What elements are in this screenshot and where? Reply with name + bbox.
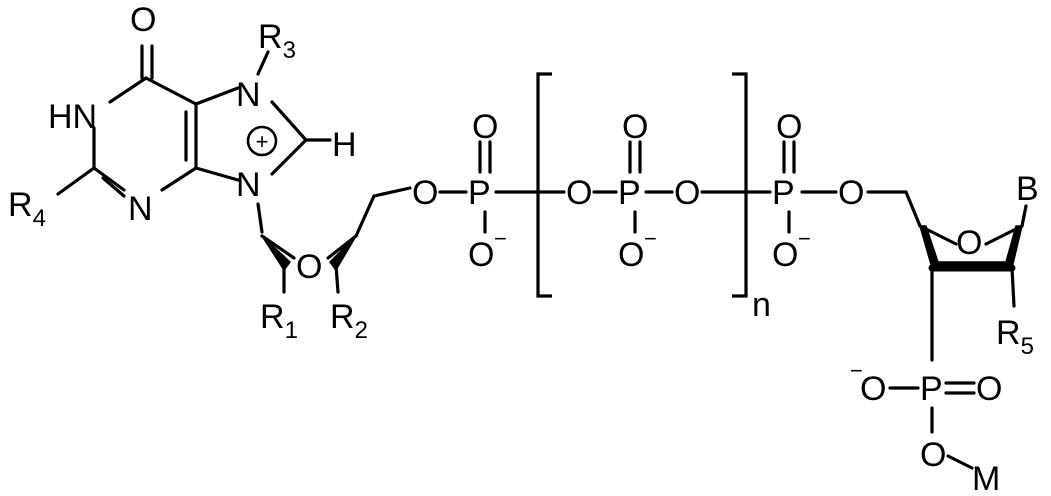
second-sugar-ring: B O R5 xyxy=(906,170,1039,360)
carbonyl-oxygen: O xyxy=(130,1,156,39)
repeat-bracket-right xyxy=(732,74,746,296)
metal-m-label: M xyxy=(972,460,1000,496)
nucleobase-b-label: B xyxy=(1016,170,1039,208)
positive-charge-sign: + xyxy=(256,129,269,154)
p2-phosphorus: P xyxy=(618,174,641,212)
p1-double-oxygen: O xyxy=(472,108,498,146)
n1-h-label: HN xyxy=(48,98,97,136)
p4-double-oxygen: O xyxy=(976,370,1002,408)
p3-anionic-oxygen: O xyxy=(772,236,798,274)
repeat-subscript-n: n xyxy=(752,286,771,324)
sugar1-ring-oxygen: O xyxy=(296,248,322,286)
p4-anionic-oxygen: O xyxy=(860,370,886,408)
p2-bridge-oxygen-right: O xyxy=(674,174,700,212)
p1-phosphorus: P xyxy=(468,174,491,212)
p4-bottom-oxygen: O xyxy=(920,436,946,474)
p1-bridge-oxygen-left: O xyxy=(412,174,438,212)
p2-bridge-oxygen-left: O xyxy=(566,174,592,212)
p1-negative-charge: − xyxy=(494,226,507,251)
n3-label: N xyxy=(128,190,153,228)
r4-label: R4 xyxy=(8,186,46,232)
repeat-bracket-left xyxy=(538,74,552,296)
phosphate-chain: O P O O − O P O O − O n P O O − xyxy=(412,74,906,324)
r3-label: R3 xyxy=(258,18,296,64)
r2-label: R2 xyxy=(330,298,368,344)
three-prime-phosphate: − O P O O M xyxy=(850,358,1002,496)
p2-anionic-oxygen: O xyxy=(618,236,644,274)
r1-label: R1 xyxy=(260,298,298,344)
p2-negative-charge: − xyxy=(644,226,657,251)
p1-anionic-oxygen: O xyxy=(468,236,494,274)
p3-double-oxygen: O xyxy=(776,108,802,146)
p2-double-oxygen: O xyxy=(622,108,648,146)
n9-label: N xyxy=(236,166,261,204)
r5-label: R5 xyxy=(996,314,1034,360)
first-sugar-ring: O R1 R2 xyxy=(258,188,410,344)
c8-hydrogen-label: H xyxy=(332,126,357,164)
p3-bridge-oxygen-right: O xyxy=(838,174,864,212)
p3-phosphorus: P xyxy=(772,174,795,212)
n7-label: N xyxy=(236,76,261,114)
sugar2-ring-oxygen: O xyxy=(956,224,982,262)
p3-negative-charge: − xyxy=(798,226,811,251)
guanine-core: O HN N N N H + R3 xyxy=(8,1,357,232)
p4-phosphorus: P xyxy=(920,370,943,408)
